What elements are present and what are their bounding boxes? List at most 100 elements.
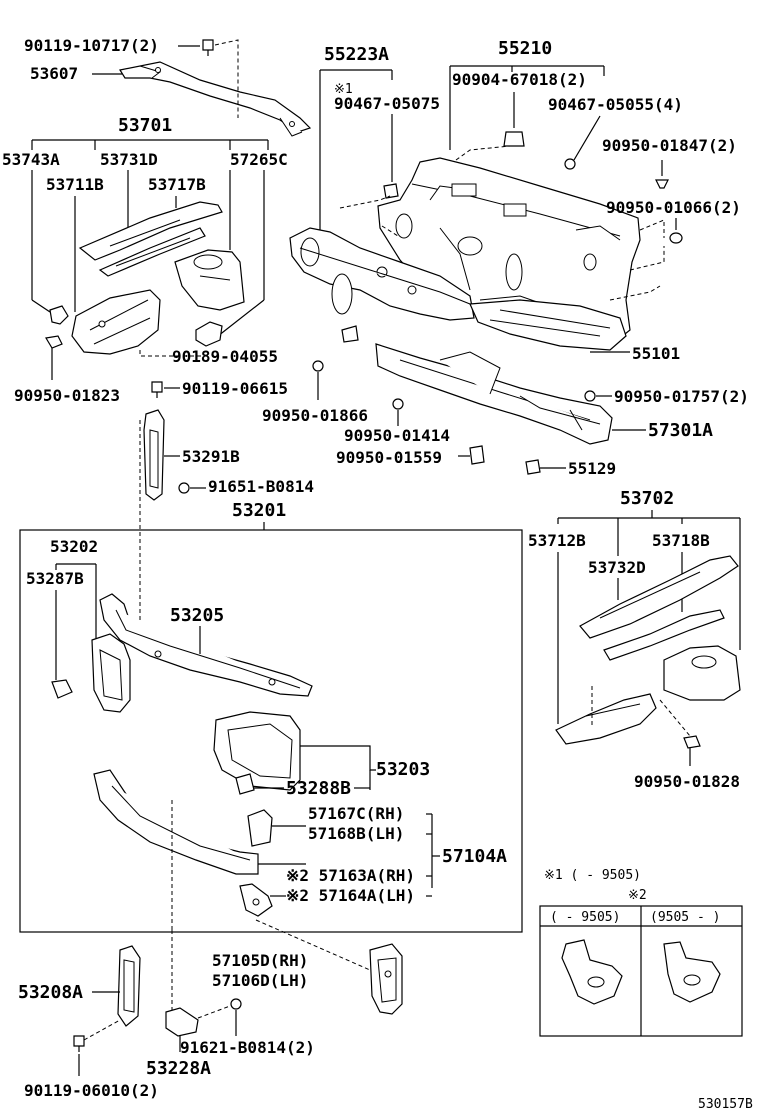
clip-90904-icon — [503, 131, 525, 147]
legend-note2: ※2 — [628, 888, 647, 903]
label-90950-01757: 90950-01757(2) — [614, 387, 749, 406]
label-53712B: 53712B — [528, 531, 586, 550]
label-57105D: 57105D(RH) — [212, 951, 308, 970]
label-90950-01414: 90950-01414 — [344, 426, 450, 445]
label-57301A: 57301A — [648, 420, 713, 441]
label-53732D: 53732D — [588, 558, 646, 577]
plug-90950-01866-icon — [312, 360, 324, 372]
label-90950-01828: 90950-01828 — [634, 772, 740, 791]
bolt-icon — [202, 39, 214, 56]
label-53208A: 53208A — [18, 982, 83, 1003]
screw-90467-05055-icon — [564, 158, 576, 170]
label-53203: 53203 — [376, 759, 430, 780]
label-note1-marker: ※1 — [334, 82, 353, 97]
clip-90467-05075-icon — [383, 183, 399, 199]
label-53287B: 53287B — [26, 569, 84, 588]
bolt-90119-06615-icon — [151, 381, 163, 398]
legend-bracket-new-part — [663, 941, 721, 1003]
plug-90950-01559-icon — [469, 445, 485, 465]
clip-53288b-part — [235, 773, 255, 795]
clip-90950-01828-icon — [683, 735, 701, 749]
label-57163A: ※2 57163A(RH) — [286, 866, 415, 885]
legend-col-left: ( - 9505) — [550, 910, 620, 925]
label-90950-01823: 90950-01823 — [14, 386, 120, 405]
bracket-53203-part — [213, 711, 301, 791]
label-57104A: 57104A — [442, 846, 507, 867]
bracket-small-icon — [341, 325, 359, 343]
legend-note1: ※1 ( - 9505) — [544, 868, 641, 883]
label-57168B: 57168B(LH) — [308, 824, 404, 843]
reference-number: 530157B — [698, 1097, 753, 1112]
side-member-53202-part — [91, 633, 131, 713]
label-57164A: ※2 57164A(LH) — [286, 886, 415, 905]
bracket-53712b-part — [555, 686, 657, 745]
label-53607: 53607 — [30, 64, 78, 83]
clip-90950-01414-icon — [392, 398, 404, 410]
label-53717B: 53717B — [148, 175, 206, 194]
label-90467-05055: 90467-05055(4) — [548, 95, 683, 114]
label-90119-06010: 90119-06010(2) — [24, 1081, 159, 1100]
clip-90950-01757-icon — [584, 390, 596, 402]
label-90467-05075: 90467-05075 — [334, 94, 440, 113]
bracket-90189-part — [195, 321, 223, 347]
label-53288B: 53288B — [286, 778, 351, 799]
label-57265C: 57265C — [230, 150, 288, 169]
bracket-57167c-part — [247, 809, 273, 847]
label-90950-01066: 90950-01066(2) — [606, 198, 741, 217]
cowl-panel-53732d-part — [579, 555, 739, 639]
label-53743A: 53743A — [2, 150, 60, 169]
label-57106D: 57106D(LH) — [212, 971, 308, 990]
label-91621-B0814: 91621-B0814(2) — [180, 1038, 315, 1057]
label-90950-01559: 90950-01559 — [336, 448, 442, 467]
label-91651-B0814: 91651-B0814 — [208, 477, 314, 496]
bracket-57105d-part — [369, 943, 403, 1015]
label-90119-06615: 90119-06615 — [182, 379, 288, 398]
bracket-53208a-part — [117, 945, 141, 1027]
label-57167C: 57167C(RH) — [308, 804, 404, 823]
label-53701: 53701 — [118, 115, 172, 136]
label-90189-04055: 90189-04055 — [172, 347, 278, 366]
label-53702: 53702 — [620, 488, 674, 509]
label-90950-01866: 90950-01866 — [262, 406, 368, 425]
bolt-90119-06010-icon — [73, 1035, 85, 1052]
label-53202: 53202 — [50, 537, 98, 556]
label-53291B: 53291B — [182, 447, 240, 466]
cowl-top-panel-part — [78, 201, 223, 277]
clip-90950-01823-icon — [45, 335, 63, 349]
label-90904-67018: 90904-67018(2) — [452, 70, 587, 89]
lower-member-57104a-part — [93, 769, 259, 875]
support-53291b-part — [143, 409, 165, 501]
dash-panel-55210-part — [377, 157, 641, 339]
label-90119-10717: 90119-10717(2) — [24, 36, 159, 55]
label-55223A: 55223A — [324, 44, 389, 65]
label-53201: 53201 — [232, 500, 286, 521]
label-53731D: 53731D — [100, 150, 158, 169]
upper-support-53205-part — [99, 593, 313, 697]
label-53711B: 53711B — [46, 175, 104, 194]
label-55129: 55129 — [568, 459, 616, 478]
clip-53743a-part — [49, 305, 69, 325]
group-box-53201 — [19, 529, 523, 933]
cowl-panel-53718b-part — [603, 609, 725, 661]
nut-91651-icon — [178, 482, 190, 494]
member-57301a-part — [375, 343, 613, 445]
label-55210: 55210 — [498, 38, 552, 59]
dash-panel-front-55223a-part — [289, 227, 475, 321]
brace-53607-part — [119, 61, 312, 137]
legend-col-right: (9505 - ) — [650, 910, 720, 925]
clip-90950-01847-icon — [655, 179, 669, 189]
label-55101: 55101 — [632, 344, 680, 363]
label-53718B: 53718B — [652, 531, 710, 550]
bracket-53228a-part — [165, 1007, 199, 1037]
legend-bracket-old-part — [561, 939, 623, 1005]
label-53205: 53205 — [170, 605, 224, 626]
bracket-57163a-part — [239, 883, 273, 917]
label-53228A: 53228A — [146, 1058, 211, 1079]
side-panel-57265c-part — [174, 249, 245, 311]
insulator-55101-part — [469, 299, 627, 351]
clip-53287b-part — [51, 679, 73, 699]
plug-90950-01066-icon — [669, 232, 683, 244]
clip-55129-icon — [525, 459, 541, 475]
